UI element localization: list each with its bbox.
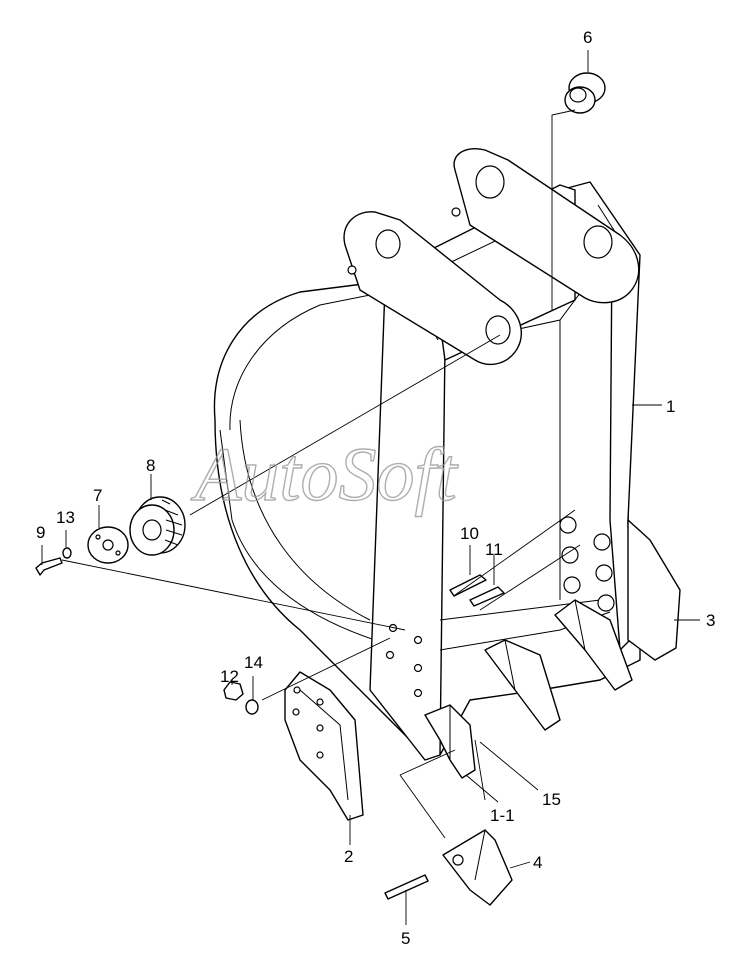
side-cutter-left	[284, 671, 364, 821]
callout-15: 15	[542, 790, 561, 809]
pin-bore	[485, 315, 511, 345]
hex-bolt	[35, 557, 63, 576]
tooth-pin	[384, 874, 429, 900]
mounting-bracket-right	[451, 148, 640, 304]
bushing	[564, 72, 606, 114]
callout-14: 14	[244, 653, 263, 672]
callout-10: 10	[460, 524, 479, 543]
callout-11: 11	[485, 540, 503, 559]
nut	[223, 681, 244, 701]
callout-6: 6	[583, 28, 592, 47]
pin-bore	[475, 165, 505, 199]
callout-5: 5	[401, 929, 410, 948]
shim-spacer	[129, 496, 186, 556]
callout-3: 3	[706, 611, 715, 630]
callout-13: 13	[56, 508, 75, 527]
assembly-lines	[41, 50, 700, 925]
pin-bore	[583, 225, 613, 259]
callout-1: 1	[666, 397, 675, 416]
tooth-tip	[442, 829, 513, 906]
watermark: AutoSoft	[190, 433, 459, 517]
callout-12: 12	[220, 667, 239, 686]
callout-2: 2	[344, 847, 353, 866]
callout-1-1: 1-1	[490, 806, 515, 825]
mounting-bracket-left	[343, 211, 523, 366]
bolt-11	[469, 586, 505, 607]
retainer-plate	[87, 526, 129, 564]
washer	[62, 547, 72, 559]
bolt-holes-right	[559, 516, 615, 612]
bucket-teeth	[424, 599, 633, 779]
callout-7: 7	[93, 486, 102, 505]
washer-14	[245, 699, 259, 715]
callout-8: 8	[146, 456, 155, 475]
side-cutter-right	[627, 519, 681, 661]
callout-9: 9	[36, 523, 45, 542]
callout-labels: 1 1-1 2 3 4 5 6 7 8 9 10 11 12 13 14 15	[36, 28, 715, 948]
callout-4: 4	[533, 853, 542, 872]
pin-bore	[375, 229, 401, 259]
